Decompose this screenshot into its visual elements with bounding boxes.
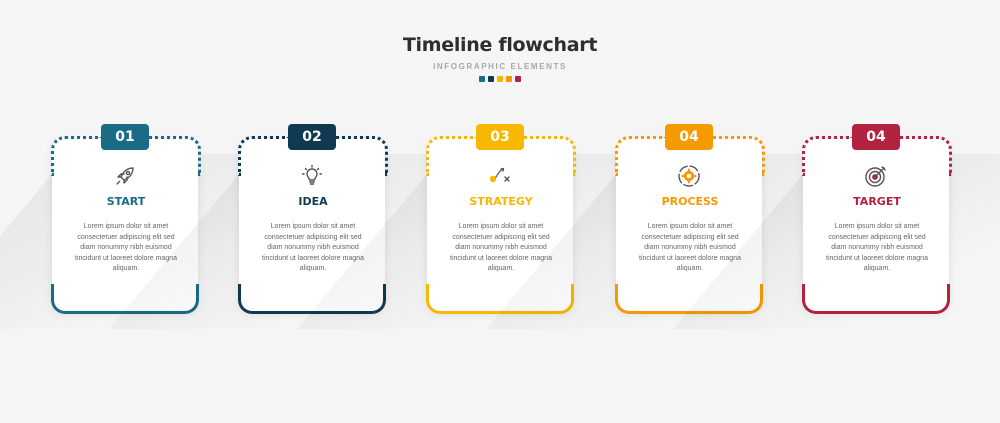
step-description: Lorem ipsum dolor sit amet consectetuer … <box>826 223 928 272</box>
page-title: Timeline flowchart <box>402 34 598 56</box>
step-card <box>616 138 762 311</box>
dotted-line-right <box>149 136 201 176</box>
step-card <box>427 138 573 311</box>
dotted-line-right <box>900 136 952 176</box>
step-number-badge: 04 <box>665 124 713 150</box>
step-strategy: 03 STRATEGY Lorem ipsum dolor sit amet c… <box>297 124 704 329</box>
step-start: 01 START Lorem ipsum dolor sit amet cons… <box>0 124 329 329</box>
step-description: Lorem ipsum dolor sit amet consectetuer … <box>639 223 741 272</box>
step-description: Lorem ipsum dolor sit amet consectetuer … <box>75 223 177 272</box>
dotted-line-left <box>238 136 290 176</box>
step-label: STRATEGY <box>469 195 533 208</box>
dotted-line-left <box>51 136 103 176</box>
step-number-badge: 02 <box>288 124 336 150</box>
color-dot <box>515 76 521 82</box>
target-icon <box>864 164 888 188</box>
dotted-line-left <box>426 136 478 176</box>
lightbulb-icon <box>300 164 324 188</box>
dotted-line-right <box>524 136 576 176</box>
dotted-line-right <box>713 136 765 176</box>
color-dot <box>506 76 512 82</box>
step-label: START <box>106 195 146 208</box>
step-number-badge: 04 <box>852 124 900 150</box>
step-label: TARGET <box>853 195 901 208</box>
card-bottom-border <box>426 284 574 314</box>
step-description: Lorem ipsum dolor sit amet consectetuer … <box>450 223 552 272</box>
card-bottom-border <box>802 284 950 314</box>
step-card <box>52 138 198 311</box>
step-label: IDEA <box>298 195 328 208</box>
card-bottom-border <box>615 284 763 314</box>
gear-icon <box>677 164 701 188</box>
step-card <box>803 138 949 311</box>
dotted-line-left <box>802 136 854 176</box>
color-dot <box>497 76 503 82</box>
dotted-line-right <box>336 136 388 176</box>
step-idea: 02 IDEA Lorem ipsum dolor sit amet conse… <box>109 124 516 329</box>
header: Timeline flowchart INFOGRAPHIC ELEMENTS <box>0 34 1000 82</box>
color-dot <box>488 76 494 82</box>
page-subtitle: INFOGRAPHIC ELEMENTS <box>433 62 567 71</box>
step-process: 04 PROCESS Lorem ipsum dolor sit amet co… <box>486 124 893 329</box>
rocket-icon <box>113 164 137 188</box>
color-dot <box>479 76 485 82</box>
step-label: PROCESS <box>661 195 719 208</box>
step-target: 04 TARGET Lorem ipsum dolor sit amet con… <box>673 124 1000 329</box>
card-bottom-border <box>238 284 386 314</box>
step-number-badge: 03 <box>476 124 524 150</box>
strategy-icon <box>488 164 512 188</box>
dotted-line-left <box>615 136 667 176</box>
step-number-badge: 01 <box>101 124 149 150</box>
card-bottom-border <box>51 284 199 314</box>
color-dots <box>0 76 1000 82</box>
step-description: Lorem ipsum dolor sit amet consectetuer … <box>262 223 364 272</box>
